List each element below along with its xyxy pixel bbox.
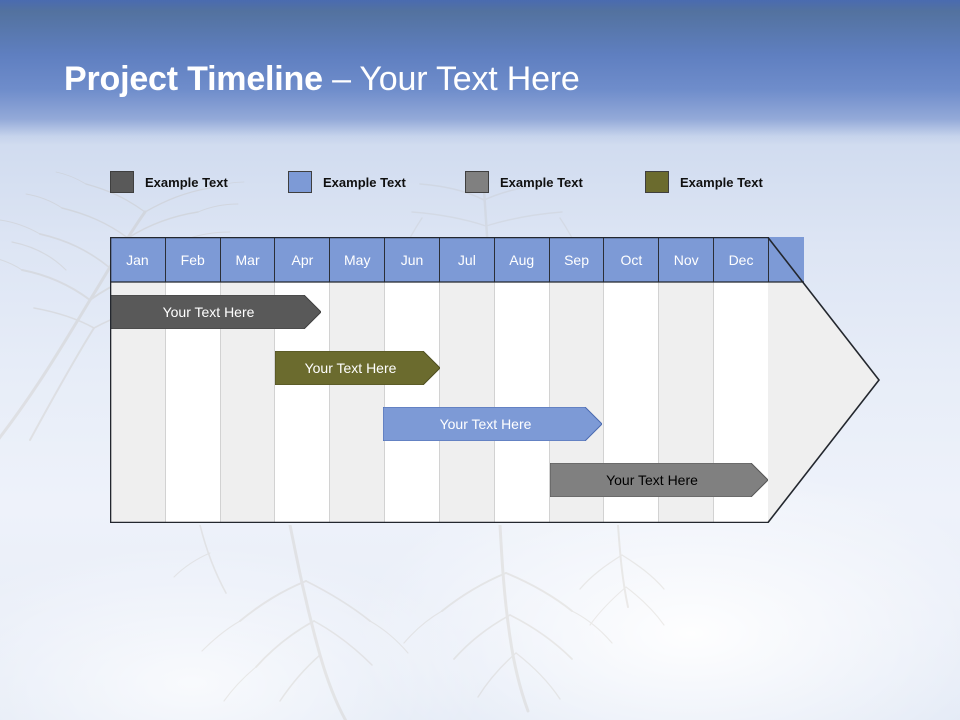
legend-label-3: Example Text [500,174,583,190]
month-cell-jul [438,282,494,523]
month-header-mar[interactable]: Mar [219,237,275,282]
month-column-aug: Aug [493,237,549,523]
month-header-aug[interactable]: Aug [493,237,549,282]
legend-item-2[interactable]: Example Text [288,168,406,196]
legend-swatch-blue-icon [288,171,312,193]
month-header-may[interactable]: May [329,237,385,282]
legend-item-3[interactable]: Example Text [465,168,583,196]
month-header-apr[interactable]: Apr [274,237,330,282]
legend: Example Text Example Text Example Text E… [110,168,870,198]
task-bar-4[interactable]: Your Text Here [550,463,768,497]
page-title: Project Timeline – Your Text Here [64,58,580,100]
task-bar-4-label: Your Text Here [606,472,698,488]
month-header-sep[interactable]: Sep [548,237,604,282]
month-column-feb: Feb [164,237,220,523]
task-bar-1-label: Your Text Here [162,304,255,320]
month-cell-jun [384,282,439,523]
legend-item-4[interactable]: Example Text [645,168,763,196]
task-bar-3[interactable]: Your Text Here [383,407,602,441]
legend-swatch-gray-icon [465,171,489,193]
month-header-nov[interactable]: Nov [658,237,714,282]
page-title-strong: Project Timeline [64,60,323,98]
month-header-feb[interactable]: Feb [164,237,220,282]
month-column-jan: Jan [110,237,165,523]
month-header-oct[interactable]: Oct [603,237,659,282]
legend-label-2: Example Text [323,174,406,190]
page-title-rest: – Your Text Here [322,60,580,98]
month-header-jun[interactable]: Jun [384,237,439,282]
legend-swatch-olive-icon [645,171,669,193]
task-bar-3-label: Your Text Here [439,416,532,432]
month-header-jul[interactable]: Jul [438,237,494,282]
legend-swatch-dark-gray-icon [110,171,134,193]
title-band [0,0,960,145]
task-bar-2-label: Your Text Here [304,360,397,376]
month-cell-may [329,282,385,523]
legend-label-1: Example Text [145,174,228,190]
month-header-arrow-extension [768,237,804,282]
month-header-jan[interactable]: Jan [110,237,165,282]
month-column-jul: Jul [438,237,494,523]
task-bar-1[interactable]: Your Text Here [110,295,321,329]
month-cell-aug [493,282,549,523]
month-column-mar: Mar [219,237,275,523]
task-bar-2[interactable]: Your Text Here [275,351,440,385]
timeline-chart: Jan Feb Mar Apr May Jun [110,237,880,525]
legend-item-1[interactable]: Example Text [110,168,228,196]
month-header-dec[interactable]: Dec [713,237,768,282]
legend-label-4: Example Text [680,174,763,190]
